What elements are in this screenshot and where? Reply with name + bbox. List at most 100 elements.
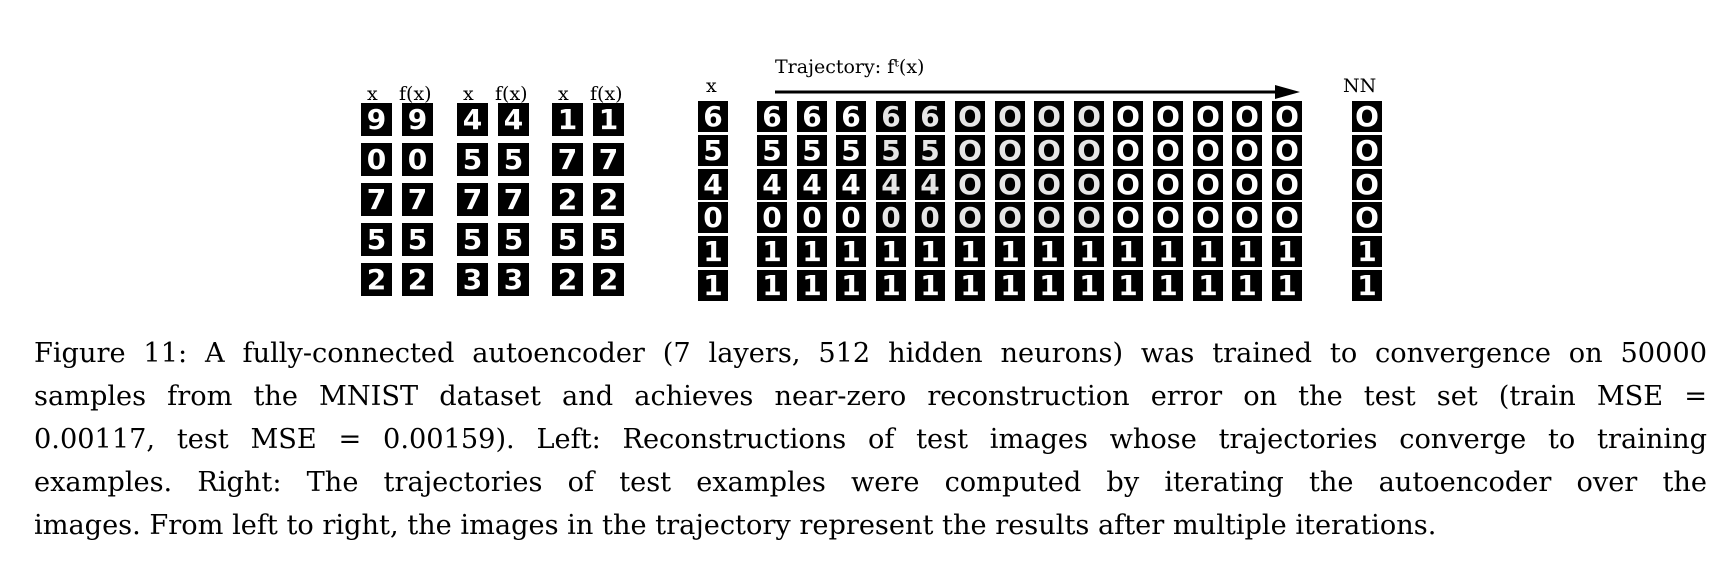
- digit-glyph: O: [1355, 202, 1379, 233]
- digit-glyph: 1: [703, 236, 723, 267]
- digit-glyph: 7: [366, 183, 387, 216]
- trajectory-step-image: O: [1113, 101, 1143, 132]
- digit-glyph: 6: [841, 101, 861, 132]
- digit-glyph: 1: [841, 270, 861, 301]
- trajectory-arrow: [775, 85, 1300, 99]
- reconstruction-digit-image: 0: [402, 143, 433, 176]
- digit-glyph: 4: [802, 169, 822, 200]
- digit-glyph: O: [1077, 169, 1101, 200]
- input-digit-image: 2: [552, 183, 583, 216]
- trajectory-input-image: 6: [698, 101, 728, 132]
- digit-glyph: O: [1116, 169, 1140, 200]
- trajectory-step-image: 1: [797, 236, 827, 267]
- digit-glyph: O: [1156, 135, 1180, 166]
- reconstruction-digit-image: 5: [498, 223, 529, 256]
- trajectory-step-image: 0: [836, 202, 866, 233]
- digit-glyph: 6: [881, 101, 901, 132]
- digit-glyph: 9: [366, 103, 387, 136]
- digit-glyph: 5: [762, 135, 782, 166]
- caption-line: images. From left to right, the images i…: [34, 510, 1437, 541]
- trajectory-step-image: O: [995, 169, 1025, 200]
- reconstruction-digit-image: 9: [402, 103, 433, 136]
- trajectory-step-image: 1: [995, 236, 1025, 267]
- trajectory-step-image: 5: [797, 135, 827, 166]
- trajectory-step-image: 6: [915, 101, 945, 132]
- trajectory-step-image: 1: [1193, 236, 1223, 267]
- trajectory-step-image: 6: [757, 101, 787, 132]
- digit-glyph: 1: [1198, 270, 1218, 301]
- nearest-neighbor-image: O: [1352, 202, 1382, 233]
- digit-glyph: O: [1077, 202, 1101, 233]
- trajectory-step-image: 1: [1074, 236, 1104, 267]
- trajectory-step-image: 4: [836, 169, 866, 200]
- trajectory-step-image: 1: [757, 236, 787, 267]
- digit-glyph: 1: [1277, 270, 1297, 301]
- digit-glyph: O: [1235, 135, 1259, 166]
- input-digit-image: 5: [361, 223, 392, 256]
- digit-glyph: 3: [503, 263, 524, 296]
- digit-glyph: 4: [762, 169, 782, 200]
- trajectory-step-image: 1: [955, 236, 985, 267]
- digit-glyph: 1: [1000, 270, 1020, 301]
- trajectory-step-image: 1: [1193, 270, 1223, 301]
- nearest-neighbor-image: O: [1352, 135, 1382, 166]
- input-digit-image: 5: [457, 143, 488, 176]
- column-label-x: x: [463, 83, 474, 105]
- digit-glyph: O: [1037, 135, 1061, 166]
- trajectory-step-image: 1: [1034, 270, 1064, 301]
- trajectory-step-image: 5: [915, 135, 945, 166]
- digit-glyph: 0: [841, 202, 861, 233]
- digit-glyph: 4: [703, 169, 723, 200]
- input-digit-image: 3: [457, 263, 488, 296]
- reconstruction-digit-image: 2: [593, 183, 624, 216]
- trajectory-step-image: O: [1193, 101, 1223, 132]
- digit-glyph: 1: [920, 270, 940, 301]
- digit-glyph: 1: [1158, 236, 1178, 267]
- trajectory-step-image: O: [1113, 202, 1143, 233]
- reconstruction-digit-image: 5: [593, 223, 624, 256]
- input-digit-image: 2: [361, 263, 392, 296]
- reconstruction-digit-image: 1: [593, 103, 624, 136]
- trajectory-step-image: O: [955, 169, 985, 200]
- digit-glyph: 4: [920, 169, 940, 200]
- digit-glyph: 1: [1000, 236, 1020, 267]
- digit-glyph: 7: [462, 183, 483, 216]
- trajectory-step-image: O: [1034, 202, 1064, 233]
- trajectory-step-image: 1: [1113, 236, 1143, 267]
- trajectory-step-image: O: [1113, 135, 1143, 166]
- digit-glyph: 1: [1277, 236, 1297, 267]
- digit-glyph: O: [958, 101, 982, 132]
- trajectory-input-image: 1: [698, 236, 728, 267]
- trajectory-step-image: 1: [1272, 236, 1302, 267]
- reconstruction-digit-image: 7: [593, 143, 624, 176]
- digit-glyph: 1: [841, 236, 861, 267]
- trajectory-step-image: O: [1272, 101, 1302, 132]
- digit-glyph: O: [1355, 101, 1379, 132]
- trajectory-step-image: O: [1034, 135, 1064, 166]
- reconstruction-digit-image: 4: [498, 103, 529, 136]
- figure-caption: Figure 11: A fully-connected autoencoder…: [34, 332, 1707, 547]
- digit-glyph: O: [1275, 202, 1299, 233]
- trajectory-step-image: 5: [836, 135, 866, 166]
- digit-glyph: 0: [881, 202, 901, 233]
- trajectory-step-image: 6: [876, 101, 906, 132]
- digit-glyph: 5: [920, 135, 940, 166]
- digit-glyph: 1: [1118, 270, 1138, 301]
- digit-glyph: O: [958, 135, 982, 166]
- trajectory-step-image: 1: [836, 236, 866, 267]
- digit-glyph: O: [1156, 101, 1180, 132]
- trajectory-step-image: O: [1232, 169, 1262, 200]
- digit-glyph: 1: [1039, 270, 1059, 301]
- reconstruction-digit-image: 7: [402, 183, 433, 216]
- digit-glyph: 1: [1357, 270, 1377, 301]
- digit-glyph: 5: [407, 223, 428, 256]
- digit-glyph: 1: [557, 103, 578, 136]
- trajectory-step-image: O: [1034, 169, 1064, 200]
- digit-glyph: O: [1235, 202, 1259, 233]
- trajectory-step-image: 4: [876, 169, 906, 200]
- reconstruction-digit-image: 2: [593, 263, 624, 296]
- digit-glyph: 5: [557, 223, 578, 256]
- trajectory-step-image: 0: [797, 202, 827, 233]
- digit-glyph: 2: [598, 183, 619, 216]
